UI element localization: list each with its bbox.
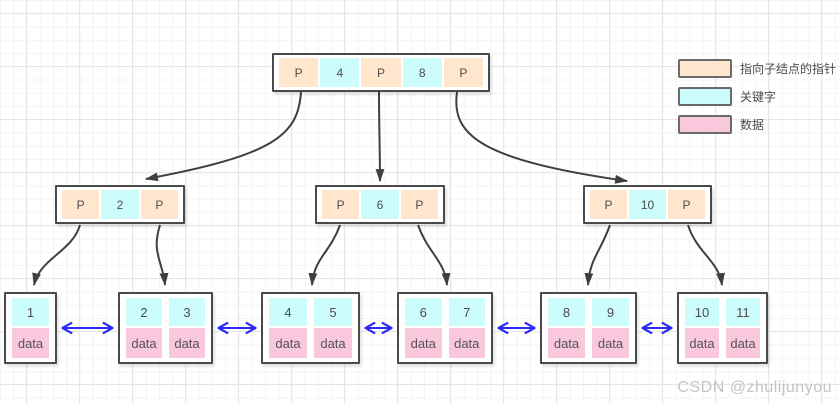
tree-edge-n3-right bbox=[687, 224, 725, 287]
legend-item-data: 数据 bbox=[678, 115, 836, 134]
legend-label-pointer: 指向子结点的指针 bbox=[740, 62, 837, 76]
legend: 指向子结点的指针 关键字 数据 bbox=[678, 59, 836, 143]
tree-edge-n2-right bbox=[417, 224, 451, 287]
tree-edge-root-middle bbox=[375, 91, 385, 183]
key-cell: 6 bbox=[361, 190, 399, 219]
key-cell: 10 bbox=[629, 190, 666, 219]
key-cell: 9 bbox=[592, 298, 629, 326]
key-cell: 1 bbox=[12, 298, 49, 326]
legend-label-data: 数据 bbox=[740, 118, 765, 132]
key-cell: 5 bbox=[314, 298, 352, 326]
key-cell: 4 bbox=[269, 298, 307, 326]
legend-label-key: 关键字 bbox=[740, 90, 777, 104]
key-cell: 4 bbox=[320, 58, 360, 87]
pointer-cell: P bbox=[279, 58, 319, 87]
key-cell: 11 bbox=[726, 298, 760, 326]
data-cell: data bbox=[726, 328, 760, 358]
tree-edge-n2-left bbox=[308, 224, 341, 287]
data-cell: data bbox=[592, 328, 629, 358]
pointer-cell: P bbox=[590, 190, 627, 219]
pointer-cell: P bbox=[400, 190, 438, 219]
tree-edge-root-right bbox=[455, 91, 629, 184]
legend-item-key: 关键字 bbox=[678, 87, 836, 106]
key-cell: 2 bbox=[126, 298, 162, 326]
tree-edge-n1-left bbox=[32, 224, 81, 287]
data-cell: data bbox=[448, 328, 485, 358]
data-cell: data bbox=[548, 328, 585, 358]
legend-item-pointer: 指向子结点的指针 bbox=[678, 59, 836, 78]
key-cell: 10 bbox=[685, 298, 719, 326]
data-cell: data bbox=[405, 328, 442, 358]
pointer-swatch bbox=[678, 59, 732, 78]
pointer-cell: P bbox=[62, 190, 100, 219]
pointer-cell: P bbox=[140, 190, 178, 219]
tree-edge-n1-right bbox=[155, 224, 169, 287]
key-cell: 3 bbox=[169, 298, 205, 326]
pointer-cell: P bbox=[322, 190, 360, 219]
data-cell: data bbox=[169, 328, 205, 358]
pointer-cell: P bbox=[443, 58, 484, 87]
pointer-cell: P bbox=[668, 190, 705, 219]
key-cell: 8 bbox=[548, 298, 585, 326]
tree-edge-n3-left bbox=[584, 224, 611, 287]
data-swatch bbox=[678, 115, 732, 134]
tree-edge-root-left bbox=[144, 91, 302, 182]
key-swatch bbox=[678, 87, 732, 106]
key-cell: 7 bbox=[448, 298, 485, 326]
data-cell: data bbox=[269, 328, 307, 358]
watermark: CSDN @zhulijunyou bbox=[677, 379, 832, 396]
pointer-cell: P bbox=[361, 58, 401, 87]
data-cell: data bbox=[12, 328, 49, 358]
data-cell: data bbox=[685, 328, 719, 358]
data-cell: data bbox=[126, 328, 162, 358]
key-cell: 6 bbox=[405, 298, 442, 326]
key-cell: 8 bbox=[402, 58, 442, 87]
key-cell: 2 bbox=[101, 190, 139, 219]
data-cell: data bbox=[314, 328, 352, 358]
